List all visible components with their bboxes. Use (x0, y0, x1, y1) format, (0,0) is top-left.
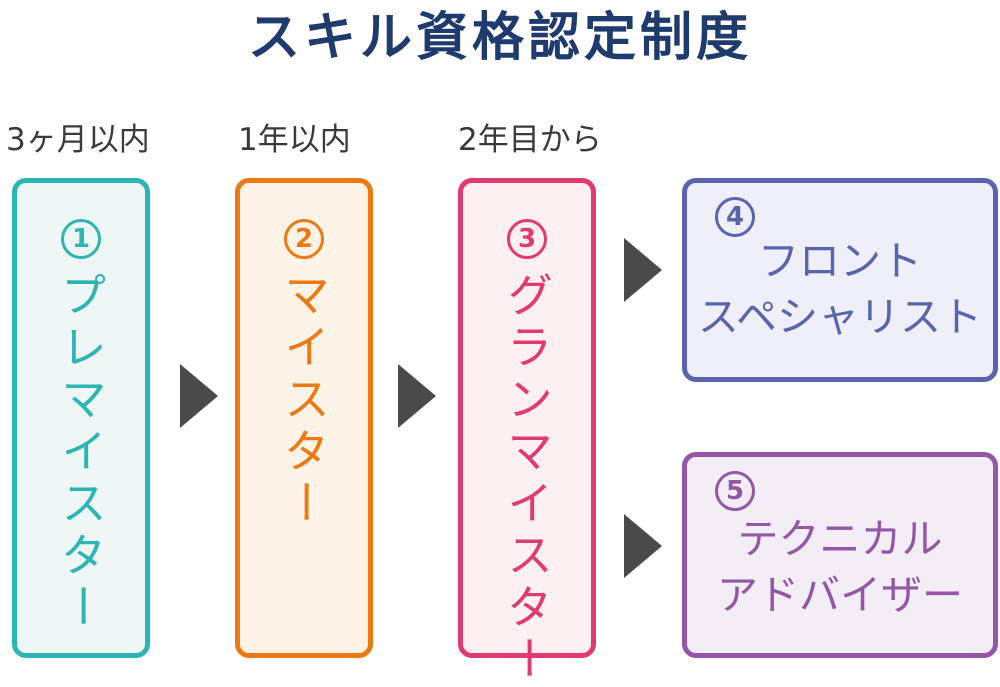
period-label-step-3: 2年目から (458, 122, 602, 158)
step-4-box: 4 フロント スペシャリスト (682, 178, 998, 382)
page-title: スキル資格認定制度 (247, 8, 752, 68)
arrow-right-icon (180, 364, 218, 428)
step-3-box: 3 グランマイスター (458, 178, 596, 687)
arrow-right-icon (398, 364, 436, 428)
period-label-step-2: 1年以内 (238, 122, 351, 158)
step-5-name-line-2: アドバイザー (717, 571, 963, 619)
arrow-right-icon (624, 238, 662, 302)
step-4-number-badge: 4 (715, 197, 755, 237)
step-2-box: 2 マイスター (235, 178, 373, 658)
step-5-number-badge: 5 (715, 471, 755, 511)
arrow-right-icon (624, 514, 662, 578)
step-4-name-line-1: フロント (758, 237, 922, 285)
step-4-name-line-2: スペシャリスト (697, 293, 983, 341)
step-2-number-badge: 2 (284, 219, 324, 259)
step-2-name: マイスター (277, 271, 331, 531)
step-5-box: 5 テクニカル アドバイザー (682, 452, 998, 658)
step-1-number-badge: 1 (61, 219, 101, 259)
step-1-name: プレマイスター (54, 271, 108, 635)
step-5-name-line-1: テクニカル (737, 515, 943, 563)
step-3-number-badge: 3 (507, 219, 547, 259)
step-1-box: 1 プレマイスター (12, 178, 150, 658)
step-3-name: グランマイスター (500, 271, 554, 687)
period-label-step-1: 3ヶ月以内 (6, 122, 150, 158)
